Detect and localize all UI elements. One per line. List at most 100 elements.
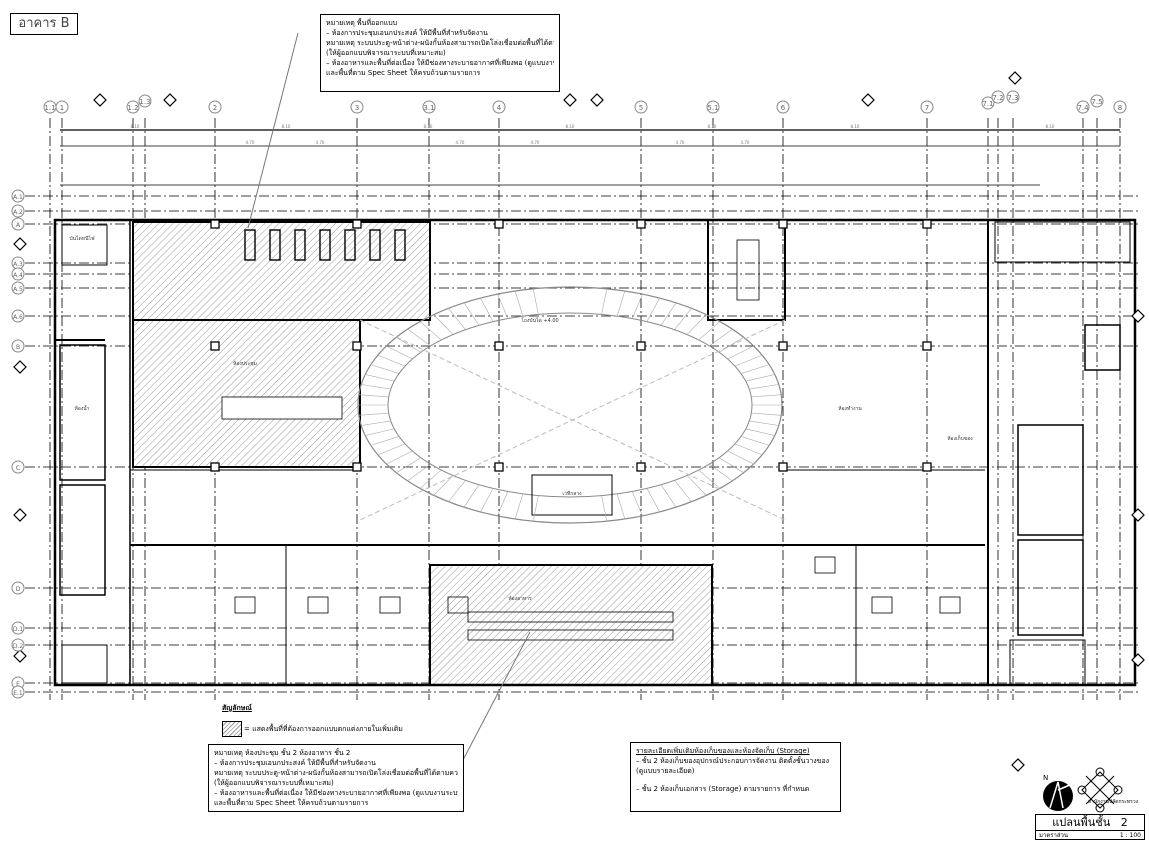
note-box-right: รายละเอียดเพิ่มเติมห้องเก็บของและห้องจัด… [630, 742, 841, 812]
stair-tread [646, 297, 660, 322]
furniture [221, 229, 961, 641]
stair-tread [686, 475, 707, 496]
grid-label-5.1: 5.1 [707, 104, 718, 112]
grid-bubble-3.1 [422, 100, 436, 114]
stage [531, 474, 613, 516]
stair-tread [698, 469, 721, 489]
stair-tread [377, 443, 406, 456]
note-line: – ห้องการประชุมเอนกประสงค์ ให้มีพื้นที่ส… [326, 29, 488, 37]
drawing-title: แปลนพื้นชั้น 2 [1036, 815, 1144, 831]
dimension-label: 4.70 [676, 140, 685, 145]
column [778, 219, 788, 229]
grid-bubble-A.2 [11, 204, 25, 218]
dimension-label: 4.70 [741, 140, 750, 145]
stair-tread [396, 457, 422, 473]
grid-bubble-7.1 [981, 96, 995, 110]
section-marker-icon [13, 649, 27, 663]
grid-bubble-1.2 [126, 100, 140, 114]
table [447, 596, 469, 614]
table [234, 596, 256, 614]
grid-bubble-7.2 [991, 90, 1005, 104]
column [778, 462, 788, 472]
grid-bubble-A.6 [11, 309, 25, 323]
grid-label-7: 7 [925, 104, 929, 112]
buffet-counter [467, 629, 674, 641]
legend-title: สัญลักษณ์ [222, 704, 252, 712]
column [922, 341, 932, 351]
building-label: อาคาร B [10, 13, 78, 35]
north-label: N [1043, 774, 1049, 782]
stair-tread [727, 345, 754, 360]
note-heading: หมายเหตุ พื้นที่ออกแบบ [326, 19, 398, 27]
stair-tread [686, 314, 707, 335]
note-heading: หมายเหตุ ห้องประชุม ชั้น 2 ห้องอาหาร ชั้… [214, 749, 351, 757]
grid-bubble-C [11, 460, 25, 474]
column [494, 219, 504, 229]
stair-tread [616, 290, 626, 317]
building-structure: โถงบันได +4.00เวทีกลางห้องประชุมห้องอาหา… [53, 218, 1137, 687]
grid-label-4: 4 [497, 104, 502, 112]
stair-tread [532, 288, 539, 315]
logo-seal-icon [1077, 767, 1123, 813]
dimension-label: 8.10 [566, 124, 575, 129]
note-line: หมายเหตุ ระบบประตู-หน้าต่าง-ผนังกั้นห้อง… [326, 39, 554, 47]
stair-tread [751, 412, 782, 416]
grid-label-A.1: A.1 [13, 194, 23, 201]
scale-label: มาตราส่วน [1039, 832, 1068, 839]
stair-tread [749, 420, 779, 426]
stair-tread [660, 302, 677, 326]
grid-label-3: 3 [355, 104, 359, 112]
stair-tread [365, 428, 395, 436]
grid-bubble-7 [920, 100, 934, 114]
note-line: – ชั้น 2 ห้องเก็บของอุปกรณ์ประกอบการจัดง… [636, 757, 830, 765]
dimension-label: 8.10 [708, 124, 717, 129]
scale-value: 1 : 100 [1119, 832, 1141, 839]
room-label-stair: บันไดหนีไฟ [69, 235, 95, 242]
section-marker-icon [563, 93, 577, 107]
grid-label-C: C [16, 465, 20, 472]
grid-bubble-A [11, 217, 25, 231]
grid-label-1.2: 1.2 [127, 104, 138, 112]
room-label-office: ห้องทำงาน [838, 405, 862, 412]
grid-label-7.2: 7.2 [992, 94, 1003, 102]
stair-bottom-right [1009, 639, 1086, 686]
hatched-area-meeting [133, 222, 430, 320]
stair-tread [734, 443, 763, 456]
column [494, 341, 504, 351]
section-marker-icon [590, 93, 604, 107]
lift [1084, 324, 1121, 371]
room-label-store: ห้องเก็บของ [947, 434, 973, 442]
grid-label-6: 6 [781, 104, 786, 112]
stair-tread [745, 374, 775, 382]
grid-bubble-1.3 [138, 94, 152, 108]
grid-label-5: 5 [639, 104, 643, 112]
grid-bubble-7.4 [1076, 100, 1090, 114]
note-line: – ห้องอาหารและพื้นที่ต่อเนื่อง ให้มีช่อง… [214, 789, 458, 797]
structural-columns [210, 219, 932, 472]
toilet-block-right [1017, 424, 1084, 536]
section-marker-icon [861, 93, 875, 107]
stair-tread [709, 328, 733, 347]
table [871, 596, 893, 614]
stair-tread [601, 288, 608, 315]
section-marker-icon [1131, 309, 1145, 323]
column [352, 462, 362, 472]
stair-treads [358, 288, 782, 522]
stair-top-left [61, 224, 108, 266]
grid-label-D.2: D.2 [13, 643, 24, 650]
stair-tread [751, 394, 782, 398]
dimension-label: 8.10 [851, 124, 860, 129]
grid-bubble-E.1 [11, 685, 25, 699]
grid-bubble-2 [208, 100, 222, 114]
column [636, 219, 646, 229]
grid-label-B: B [16, 344, 20, 351]
logo-caption: สำนักงานปลัดกระทรวง [1088, 799, 1139, 805]
hatched-area-dining [430, 565, 712, 685]
grid-bubble-D [11, 581, 25, 595]
section-marker-icon [93, 93, 107, 107]
room-label-meeting: ห้องประชุม [233, 360, 257, 367]
grid-bubble-7.3 [1006, 90, 1020, 104]
note-line: – ชั้น 2 ห้องเก็บเอกสาร (Storage) ตามราย… [636, 785, 810, 793]
